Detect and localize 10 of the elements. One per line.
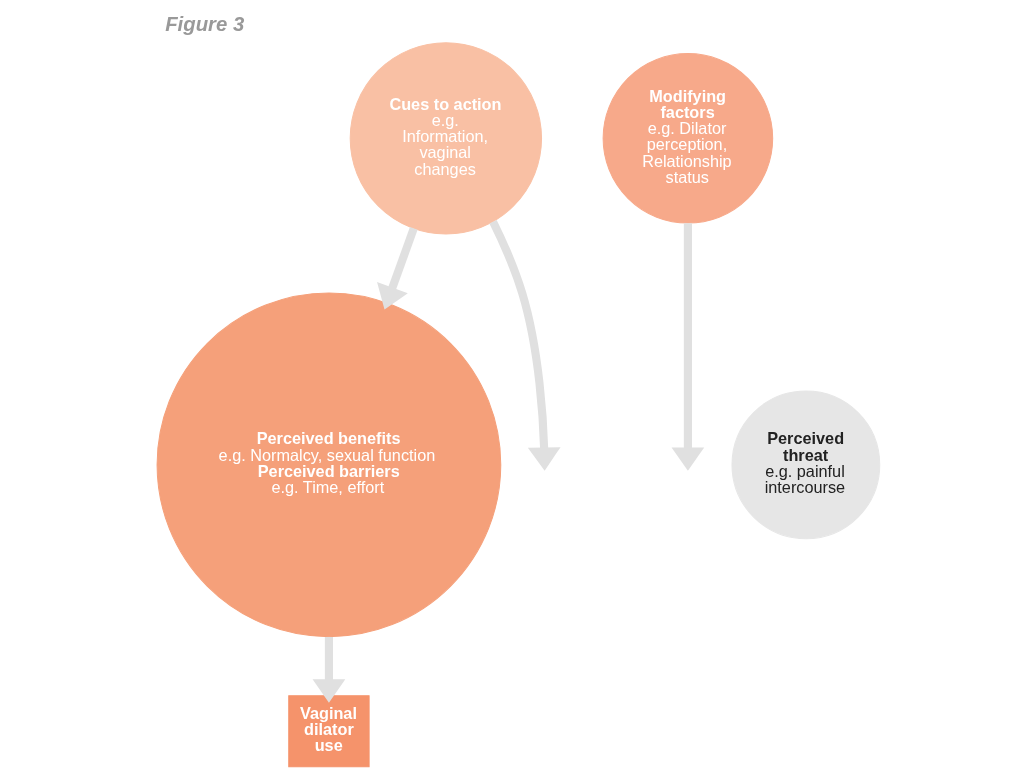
- diagram-title: Figure 3: [164, 13, 244, 36]
- node-circle: Perceived benefits e.g. Normalcy, sexual function Perceived barriers e.g. Time, effort: [156, 292, 501, 638]
- arrow: [376, 227, 418, 310]
- node-circle: Modifying factors e.g. Dilator perception, Relationship status: [602, 53, 773, 224]
- node-circle: Perceived threat e.g. painful intercourse: [730, 390, 880, 540]
- arrow: [671, 223, 704, 471]
- node-circle: Cues to action e.g. Information, vaginal changes: [349, 42, 542, 235]
- arrow: [488, 220, 561, 471]
- arrow: [312, 637, 345, 703]
- node-box: Vaginal dilator use: [287, 695, 370, 768]
